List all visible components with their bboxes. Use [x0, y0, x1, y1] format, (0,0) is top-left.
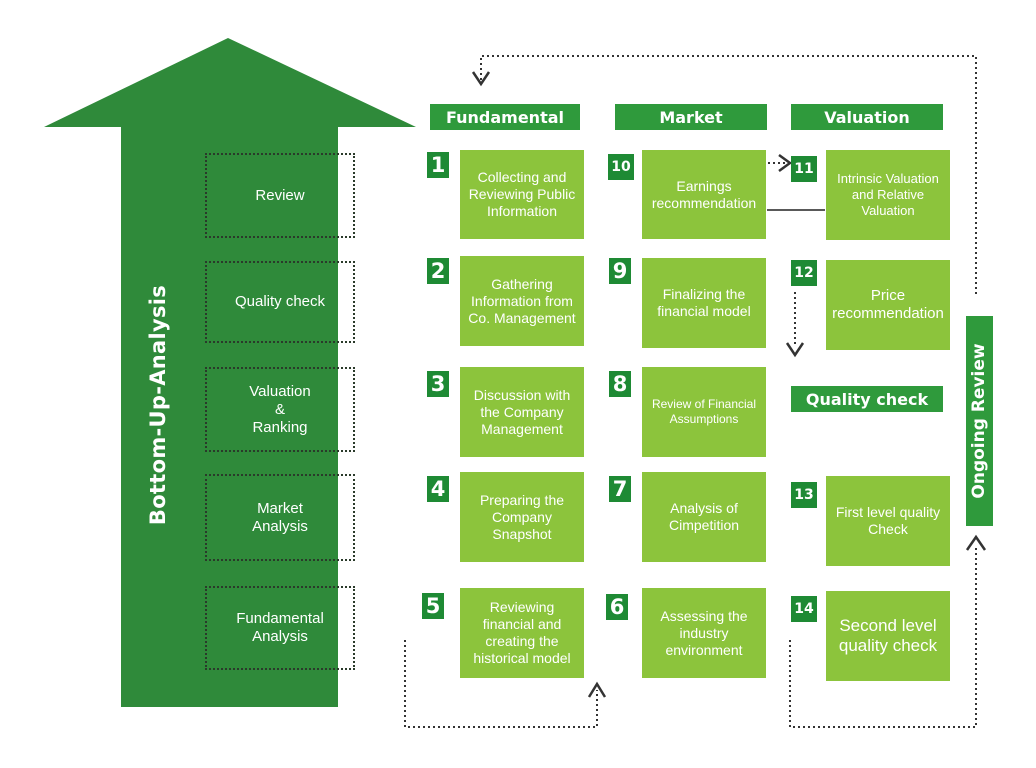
step-number-4: 4	[427, 476, 449, 502]
step-1-box: Collecting and Reviewing Public Informat…	[460, 150, 584, 239]
step-9-box: Finalizing the financial model	[642, 258, 766, 348]
bottom-up-analysis-title: Bottom-Up-Analysis	[146, 284, 170, 526]
step-3-box: Discussion with the Company Management	[460, 367, 584, 457]
ongoing-review-bar	[966, 316, 993, 526]
step-number-8: 8	[609, 371, 631, 397]
step-14-box: Second level quality check	[826, 591, 950, 681]
step-number-13: 13	[791, 482, 817, 508]
header-fundamental: Fundamental	[430, 104, 580, 130]
stage-quality-check: Quality check	[205, 261, 355, 343]
step-10-box: Earnings recommendation	[642, 150, 766, 239]
step-number-12: 12	[791, 260, 817, 286]
header-market: Market	[615, 104, 767, 130]
step-4-box: Preparing the Company Snapshot	[460, 472, 584, 562]
header-valuation: Valuation	[791, 104, 943, 130]
step-2-box: Gathering Information from Co. Managemen…	[460, 256, 584, 346]
step-number-5: 5	[422, 593, 444, 619]
step-number-9: 9	[609, 258, 631, 284]
step-number-1: 1	[427, 152, 449, 178]
step-number-3: 3	[427, 371, 449, 397]
step-7-box: Analysis of Cimpetition	[642, 472, 766, 562]
stage-valuation-ranking: Valuation & Ranking	[205, 367, 355, 452]
header-quality-check: Quality check	[791, 386, 943, 412]
step-12-box: Price recommendation	[826, 260, 950, 350]
step-number-11: 11	[791, 156, 817, 182]
step-number-14: 14	[791, 596, 817, 622]
stage-market-analysis: Market Analysis	[205, 474, 355, 561]
step-number-7: 7	[609, 476, 631, 502]
step-number-10: 10	[608, 154, 634, 180]
ongoing-review-label: Ongoing Review	[969, 343, 989, 499]
step-8-box: Review of Financial Assumptions	[642, 367, 766, 457]
stage-fundamental-analysis: Fundamental Analysis	[205, 586, 355, 670]
step-5-box: Reviewing financial and creating the his…	[460, 588, 584, 678]
step-number-6: 6	[606, 594, 628, 620]
step-6-box: Assessing the industry environment	[642, 588, 766, 678]
step-13-box: First level quality Check	[826, 476, 950, 566]
step-number-2: 2	[427, 258, 449, 284]
stage-review: Review	[205, 153, 355, 238]
step-11-box: Intrinsic Valuation and Relative Valuati…	[826, 150, 950, 240]
